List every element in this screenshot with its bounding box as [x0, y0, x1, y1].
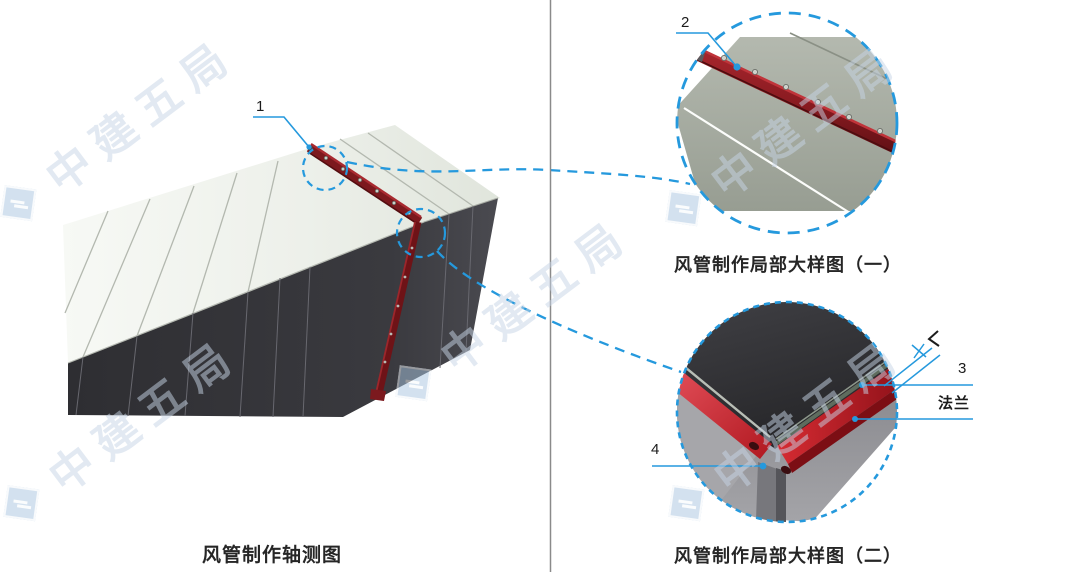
detail-one-panel — [677, 37, 897, 211]
callout-4-label: 4 — [651, 441, 660, 458]
zoom-circle-flange-top — [301, 144, 349, 192]
callout-2-label: 2 — [681, 14, 690, 31]
callout-3-label: 3 — [958, 360, 967, 377]
detail-two-corner-fin — [756, 462, 780, 522]
zoom-circle-flange-corner — [395, 207, 447, 259]
flange-text-label: 法兰 — [938, 395, 971, 412]
leader-callout-2 — [676, 32, 741, 71]
duct-top-front-edge — [67, 221, 425, 364]
detail-two-circle-border — [675, 300, 899, 524]
duct-top-seams — [64, 132, 474, 358]
detail-one-content — [677, 32, 897, 214]
detail-two-flange-right-underside — [788, 381, 897, 473]
duct-front-face — [68, 198, 498, 417]
detail-two-panel-edge-highlight — [775, 359, 889, 440]
weld-symbol-mark — [927, 330, 940, 347]
weld-symbol — [883, 330, 941, 394]
detail-one-caption: 风管制作局部大样图（一） — [674, 255, 902, 275]
flange-band-front — [370, 221, 422, 401]
leader-callout-4 — [652, 462, 767, 470]
connector-detail-one — [346, 160, 691, 186]
detail-two-corner-fin-shadow — [776, 468, 786, 522]
leader-flange-label — [852, 416, 973, 422]
detail-one-seam-dark — [789, 32, 897, 87]
detail-one-circle-border — [675, 11, 899, 235]
axon-view-caption: 风管制作轴测图 — [201, 545, 342, 566]
duct-top-front-edge-right — [423, 197, 499, 223]
connector-detail-two — [436, 250, 682, 374]
detail-one-seam-light — [683, 107, 851, 214]
leader-callout-3 — [859, 382, 973, 388]
detail-two-panel-edge-left — [679, 362, 771, 438]
detail-two-flange-left — [677, 368, 772, 459]
detail-two-flange-right — [777, 364, 897, 464]
detail-two-bolt-hole-1 — [748, 441, 760, 451]
duct-top-face — [63, 125, 500, 363]
detail-two-bolt-hole-2 — [780, 465, 792, 475]
detail-two-content — [677, 302, 897, 522]
detail-two-panel-edge-right — [775, 361, 892, 445]
detail-two-top-panel — [677, 302, 897, 449]
leader-callout-1 — [253, 116, 312, 150]
duct-front-seams — [75, 205, 474, 418]
callout-1-label: 1 — [256, 98, 265, 115]
detail-two-caption: 风管制作局部大样图（二） — [674, 546, 902, 566]
duct-axonometric-view — [63, 116, 500, 418]
detail-two-wall-left — [677, 380, 756, 512]
